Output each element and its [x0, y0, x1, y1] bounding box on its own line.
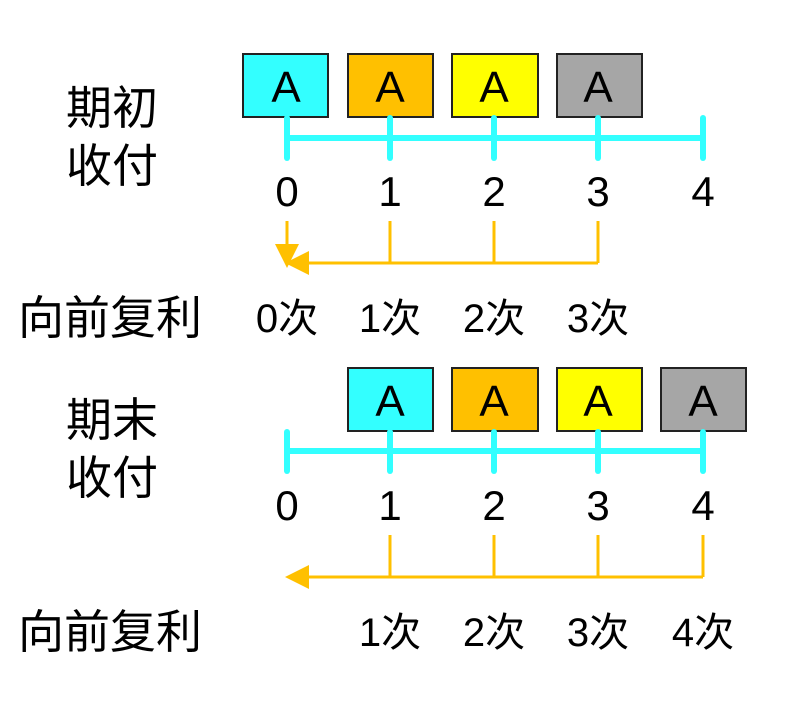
tick-label: 2 [482, 168, 505, 215]
payment-box [347, 367, 434, 432]
payment-box [556, 53, 643, 118]
payment-box-label: A [583, 377, 613, 426]
section-label-line1: 期末 [66, 394, 158, 446]
compound-count: 3次 [567, 611, 629, 655]
tick-label: 3 [586, 482, 609, 529]
compound-label: 向前复利 [18, 606, 202, 658]
tick-label: 4 [691, 482, 714, 529]
section-label-line2: 收付 [66, 452, 158, 504]
payment-box-label: A [479, 377, 509, 426]
tick-labels: 0 1 2 3 4 [275, 168, 714, 215]
tick-labels: 0 1 2 3 4 [275, 482, 714, 529]
compound-count: 0次 [256, 297, 318, 341]
compounding-arrows [285, 535, 705, 589]
tick-label: 4 [691, 168, 714, 215]
tick-label: 1 [378, 168, 401, 215]
compound-count: 4次 [672, 611, 734, 655]
payment-box [347, 53, 434, 118]
payment-box [660, 367, 747, 432]
compound-count: 1次 [359, 297, 421, 341]
section-label-line2: 收付 [66, 140, 158, 192]
payment-box-label: A [375, 63, 405, 112]
payment-box-label: A [375, 377, 405, 426]
compound-count: 1次 [359, 611, 421, 655]
tick-label: 2 [482, 482, 505, 529]
section-label-line1: 期初 [66, 82, 158, 134]
tick-label: 1 [378, 482, 401, 529]
payment-box [556, 367, 643, 432]
compound-label: 向前复利 [18, 292, 202, 344]
payment-box-label: A [479, 63, 509, 112]
payment-boxes: A A A A [242, 53, 643, 118]
payment-box-label: A [271, 63, 301, 112]
timeline [284, 429, 706, 474]
compounding-arrows [275, 221, 600, 275]
payment-box [242, 53, 329, 118]
payment-box-label: A [688, 377, 718, 426]
payment-box-label: A [583, 63, 613, 112]
tick-label: 0 [275, 168, 298, 215]
ordinary-annuity-section: 期末 收付 A A A A 0 1 2 3 4 [18, 367, 747, 658]
timeline [284, 115, 706, 161]
payment-box [451, 367, 539, 432]
tick-label: 0 [275, 482, 298, 529]
payment-boxes: A A A A [347, 367, 747, 432]
annuity-due-section: 期初 收付 A A A A 0 1 2 3 4 [18, 53, 715, 344]
compound-count: 2次 [463, 297, 525, 341]
compound-count: 3次 [567, 297, 629, 341]
compound-count: 2次 [463, 611, 525, 655]
tick-label: 3 [586, 168, 609, 215]
